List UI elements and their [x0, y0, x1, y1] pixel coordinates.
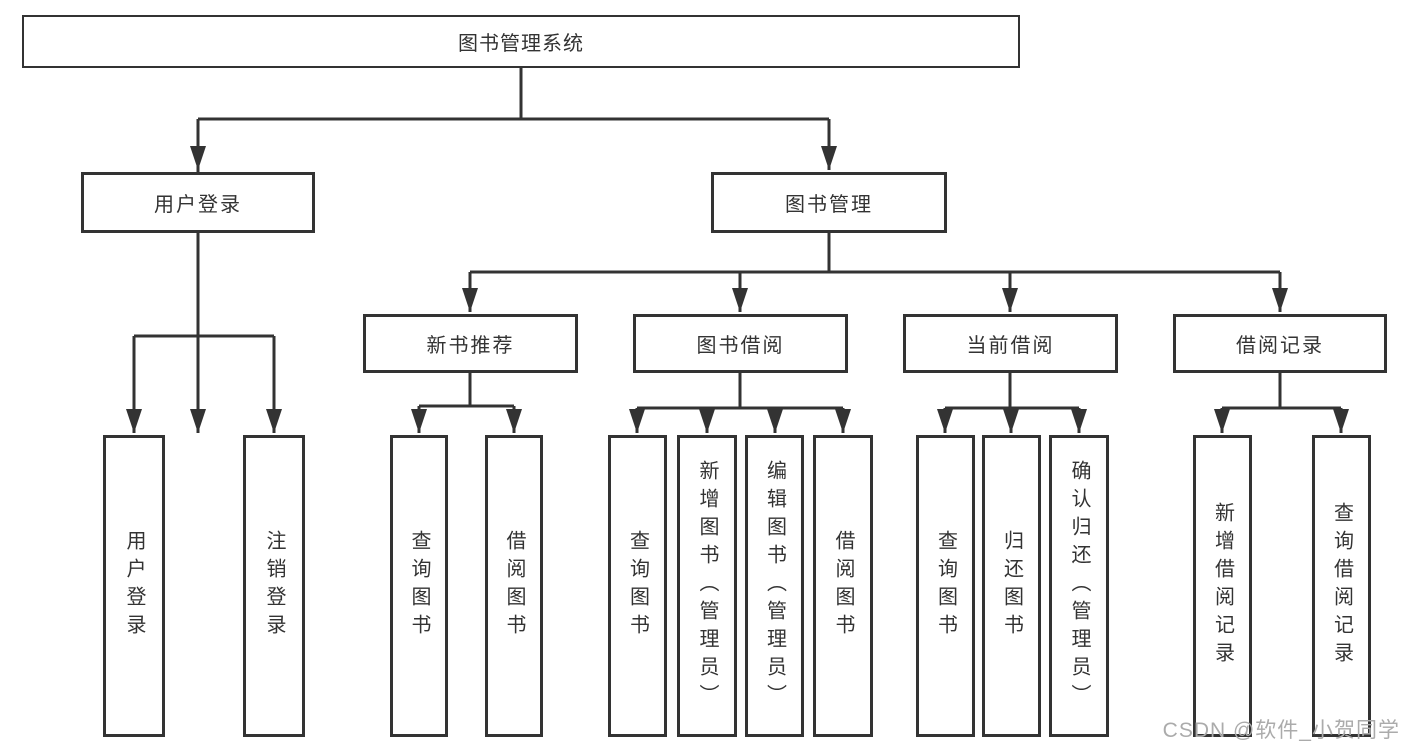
- connector-new-book-to-leaves: [411, 373, 522, 433]
- connector-book-borrow-to-leaves: [629, 373, 851, 433]
- leaf-borrow-books-1: 借阅图书: [485, 435, 543, 737]
- node-book-borrowing: 图书借阅: [633, 314, 848, 373]
- leaf-add-book-admin: 新增图书（管理员）: [677, 435, 737, 737]
- node-current-borrowing: 当前借阅: [903, 314, 1118, 373]
- connector-root-to-branches: [190, 68, 837, 433]
- leaf-user-login: 用户登录: [103, 435, 165, 737]
- node-user-login: 用户登录: [81, 172, 315, 233]
- leaf-confirm-return-admin: 确认归还（管理员）: [1049, 435, 1109, 737]
- leaf-logout: 注销登录: [243, 435, 305, 737]
- leaf-query-books-1: 查询图书: [390, 435, 448, 737]
- node-new-book-recommend: 新书推荐: [363, 314, 578, 373]
- leaf-query-borrow-record: 查询借阅记录: [1312, 435, 1371, 737]
- leaf-query-books-2: 查询图书: [608, 435, 667, 737]
- leaf-add-borrow-record: 新增借阅记录: [1193, 435, 1252, 737]
- node-book-management: 图书管理: [711, 172, 947, 233]
- connector-current-borrow-to-leaves: [937, 373, 1087, 433]
- node-borrow-records: 借阅记录: [1173, 314, 1387, 373]
- connector-book-mgmt-to-sections: [462, 233, 1288, 312]
- connector-borrow-record-to-leaves: [1214, 373, 1349, 433]
- leaf-borrow-books-2: 借阅图书: [813, 435, 873, 737]
- csdn-watermark: CSDN @软件_小贺同学: [1162, 719, 1400, 742]
- leaf-query-books-3: 查询图书: [916, 435, 975, 737]
- leaf-edit-book-admin: 编辑图书（管理员）: [745, 435, 804, 737]
- connector-user-login-to-leaves: [126, 233, 282, 433]
- leaf-return-book: 归还图书: [982, 435, 1041, 737]
- node-library-system-root: 图书管理系统: [22, 15, 1020, 68]
